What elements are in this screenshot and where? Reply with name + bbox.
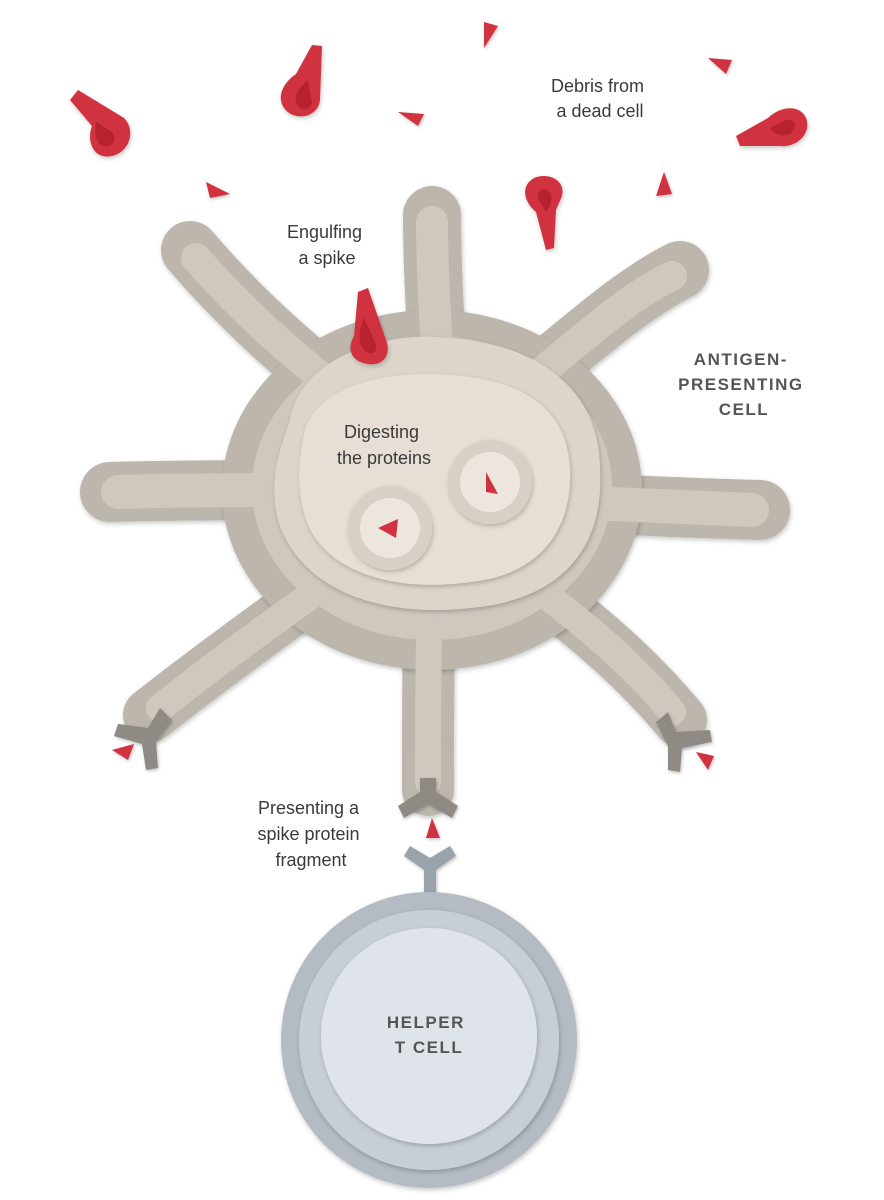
fragment-right (696, 752, 714, 770)
fragment-left (112, 744, 134, 760)
spike-1 (70, 90, 131, 157)
spike-engulfed (350, 288, 388, 365)
label-digesting: Digesting the proteins (337, 422, 431, 468)
receptor-left (114, 708, 172, 770)
spike-4 (736, 108, 808, 147)
t-cell-receptor (404, 846, 456, 906)
fragment-bottom (426, 818, 440, 838)
vesicle-2 (448, 440, 532, 524)
presented-fragments (112, 744, 714, 838)
debris-fragments (206, 22, 732, 198)
label-antigen-presenting-cell: ANTIGEN- PRESENTING CELL (678, 350, 810, 419)
helper-t-cell (281, 846, 577, 1188)
spike-fragment (486, 472, 498, 494)
debris (70, 22, 808, 365)
spike-2 (280, 45, 322, 117)
label-helper-t-cell: HELPER T CELL (387, 1013, 471, 1057)
label-engulfing: Engulfing a spike (287, 222, 367, 268)
receptor-bottom (398, 778, 458, 818)
receptor-right (656, 712, 712, 772)
label-debris: Debris from a dead cell (551, 76, 649, 121)
label-presenting: Presenting a spike protein fragment (257, 798, 364, 870)
spike-fragment (378, 519, 398, 538)
antigen-presenting-cell (80, 186, 790, 816)
t-cell-inner (321, 928, 537, 1144)
vesicle-1 (348, 486, 432, 570)
spike-3 (525, 176, 563, 250)
